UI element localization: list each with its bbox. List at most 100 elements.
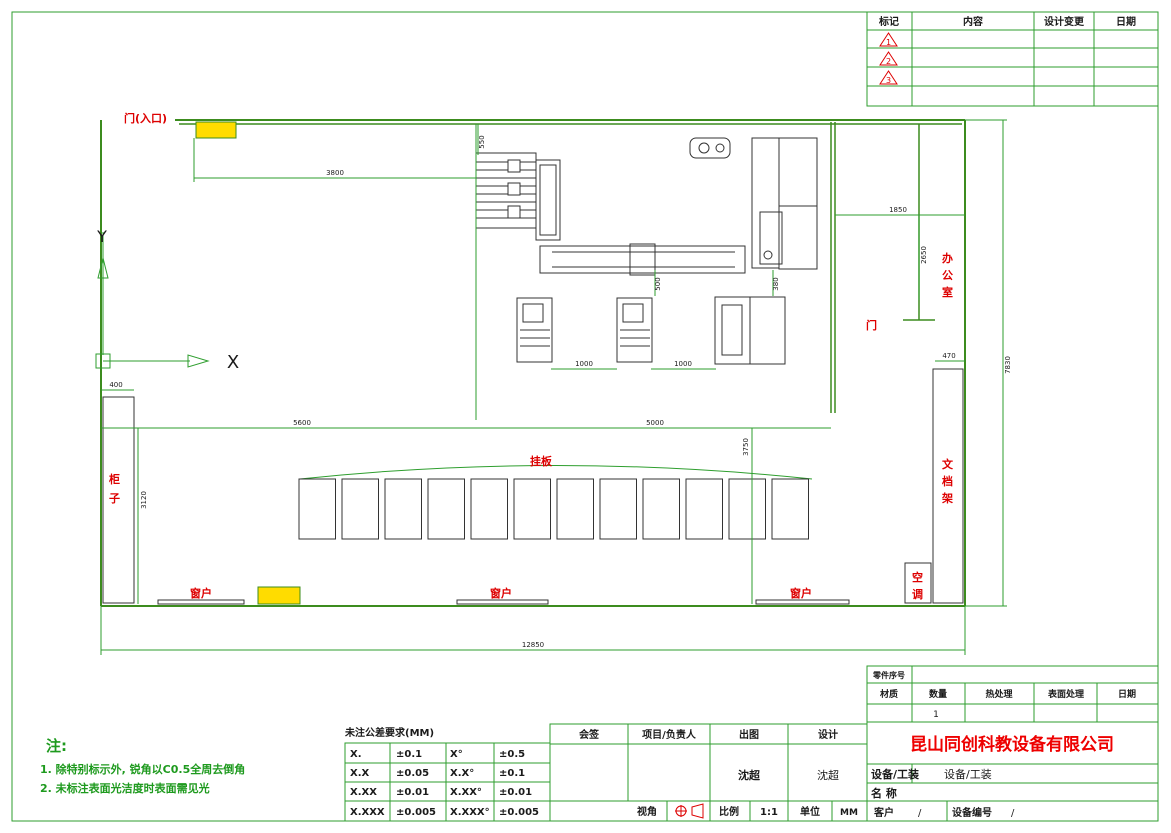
dim-1000-b: 1000 xyxy=(674,360,692,368)
label-office-3: 室 xyxy=(942,285,953,299)
customer-label: 客户 xyxy=(873,806,894,819)
label-file-rack-3: 架 xyxy=(941,491,953,505)
equipment xyxy=(475,137,818,365)
door-block-top xyxy=(195,121,237,139)
display-panel xyxy=(341,478,379,540)
display-board-panels xyxy=(298,478,809,540)
display-panel xyxy=(513,478,551,540)
signoff-unit-value: MM xyxy=(840,808,858,818)
dim-3750: 3750 xyxy=(742,438,750,456)
company-name: 昆山同创科教设备有限公司 xyxy=(910,734,1114,755)
name-label: 名 称 xyxy=(871,786,897,800)
notes-line-2: 2. 未标注表面光洁度时表面需见光 xyxy=(40,781,210,795)
display-panel xyxy=(685,478,723,540)
label-window-3: 窗户 xyxy=(790,586,812,600)
dim-380: 380 xyxy=(772,277,780,290)
tolerance-cell: X.X xyxy=(350,768,370,779)
tolerance-cell: X.XXX° xyxy=(450,807,490,818)
signoff-header-design: 设计 xyxy=(818,728,838,741)
rev-mark-1: 1 xyxy=(886,38,891,47)
tolerance-cell: ±0.01 xyxy=(396,787,429,798)
notes-line-1: 1. 除特别标示外, 锐角以C0.5全周去倒角 xyxy=(40,762,245,776)
title-block xyxy=(866,665,1159,822)
tolerance-cell: ±0.05 xyxy=(396,768,429,779)
label-cabinet-2: 子 xyxy=(109,492,120,505)
customer-value: / xyxy=(918,808,922,819)
dim-12850: 12850 xyxy=(522,641,544,649)
dim-5600: 5600 xyxy=(293,419,311,427)
signoff-unit-label: 单位 xyxy=(800,805,820,818)
tb-header-heat: 热处理 xyxy=(985,688,1012,700)
tolerance-cell: ±0.01 xyxy=(499,787,532,798)
door-block-bottom xyxy=(257,586,301,605)
tolerance-cell: ±0.1 xyxy=(499,768,525,779)
signoff-scale-label: 比例 xyxy=(719,805,739,818)
display-panel xyxy=(642,478,680,540)
dim-500: 500 xyxy=(654,277,662,290)
tb-header-surface: 表面处理 xyxy=(1047,688,1084,700)
dim-400: 400 xyxy=(109,381,122,389)
tolerance-cell: ±0.5 xyxy=(499,749,525,760)
display-panel xyxy=(427,478,465,540)
projection-symbol-icon xyxy=(675,803,704,819)
tolerance-cell: X.XX xyxy=(350,787,377,798)
dim-7830: 7830 xyxy=(1004,356,1012,374)
tolerance-cell: X.X° xyxy=(450,768,474,779)
tolerance-cell: X° xyxy=(450,749,463,760)
label-file-rack-1: 文 xyxy=(942,457,954,471)
label-file-rack-2: 档 xyxy=(942,474,953,488)
tolerance-cell: X. xyxy=(350,749,362,760)
signoff-header-drawn: 出图 xyxy=(739,728,759,741)
label-office-2: 公 xyxy=(942,269,953,282)
room-walls xyxy=(100,119,966,607)
rev-mark-2: 2 xyxy=(886,57,891,66)
tolerance-cell: ±0.005 xyxy=(396,807,436,818)
cabinet-shape xyxy=(102,396,135,604)
rev-header-content: 内容 xyxy=(963,15,983,28)
display-panel xyxy=(599,478,637,540)
rev-header-mark: 标记 xyxy=(878,15,899,28)
notes-title: 注: xyxy=(46,737,67,755)
axis-symbol xyxy=(95,232,210,369)
tb-header-quantity: 数量 xyxy=(929,688,947,700)
tolerance-cell: ±0.1 xyxy=(396,749,422,760)
axis-y-label: Y xyxy=(96,227,107,246)
signoff-view-label: 视角 xyxy=(637,805,657,818)
windows xyxy=(157,599,850,605)
signoff-scale-value: 1:1 xyxy=(760,807,778,818)
ac-shape xyxy=(904,562,932,604)
part-no-label: 零件序号 xyxy=(872,670,905,680)
display-panel xyxy=(728,478,766,540)
display-board-arc xyxy=(299,465,813,480)
revision-table xyxy=(866,11,1159,107)
axis-x-label: X xyxy=(227,352,239,373)
revision-triangles xyxy=(879,32,898,85)
signoff-drawn-by: 沈超 xyxy=(738,768,761,782)
signoff-header-project: 项目/负责人 xyxy=(642,728,697,741)
tolerance-cell: X.XXX xyxy=(350,807,385,818)
tolerance-cell: X.XX° xyxy=(450,787,482,798)
label-ac-2: 调 xyxy=(912,587,923,601)
equip-no-label: 设备编号 xyxy=(952,806,992,819)
label-cabinet-1: 柜 xyxy=(108,472,120,486)
label-window-1: 窗户 xyxy=(190,586,212,600)
dim-550: 550 xyxy=(478,135,486,148)
label-office-1: 办 xyxy=(942,251,953,265)
rev-header-date: 日期 xyxy=(1116,15,1136,28)
tb-quantity-value: 1 xyxy=(933,710,939,720)
tb-header-material: 材质 xyxy=(879,688,898,700)
dimension-lines xyxy=(100,119,1007,655)
display-panel xyxy=(298,478,336,540)
display-panel xyxy=(556,478,594,540)
signoff-header-countersign: 会签 xyxy=(579,728,600,741)
equip-label: 设备/工装 xyxy=(871,767,919,781)
equip-value: 设备/工装 xyxy=(944,767,992,781)
equip-no-value: / xyxy=(1011,808,1015,819)
signoff-designer: 沈超 xyxy=(817,768,839,782)
display-panel xyxy=(470,478,508,540)
label-ac-1: 空 xyxy=(912,570,923,584)
dim-1850: 1850 xyxy=(889,206,907,214)
display-panel xyxy=(771,478,809,540)
label-window-2: 窗户 xyxy=(490,586,512,600)
